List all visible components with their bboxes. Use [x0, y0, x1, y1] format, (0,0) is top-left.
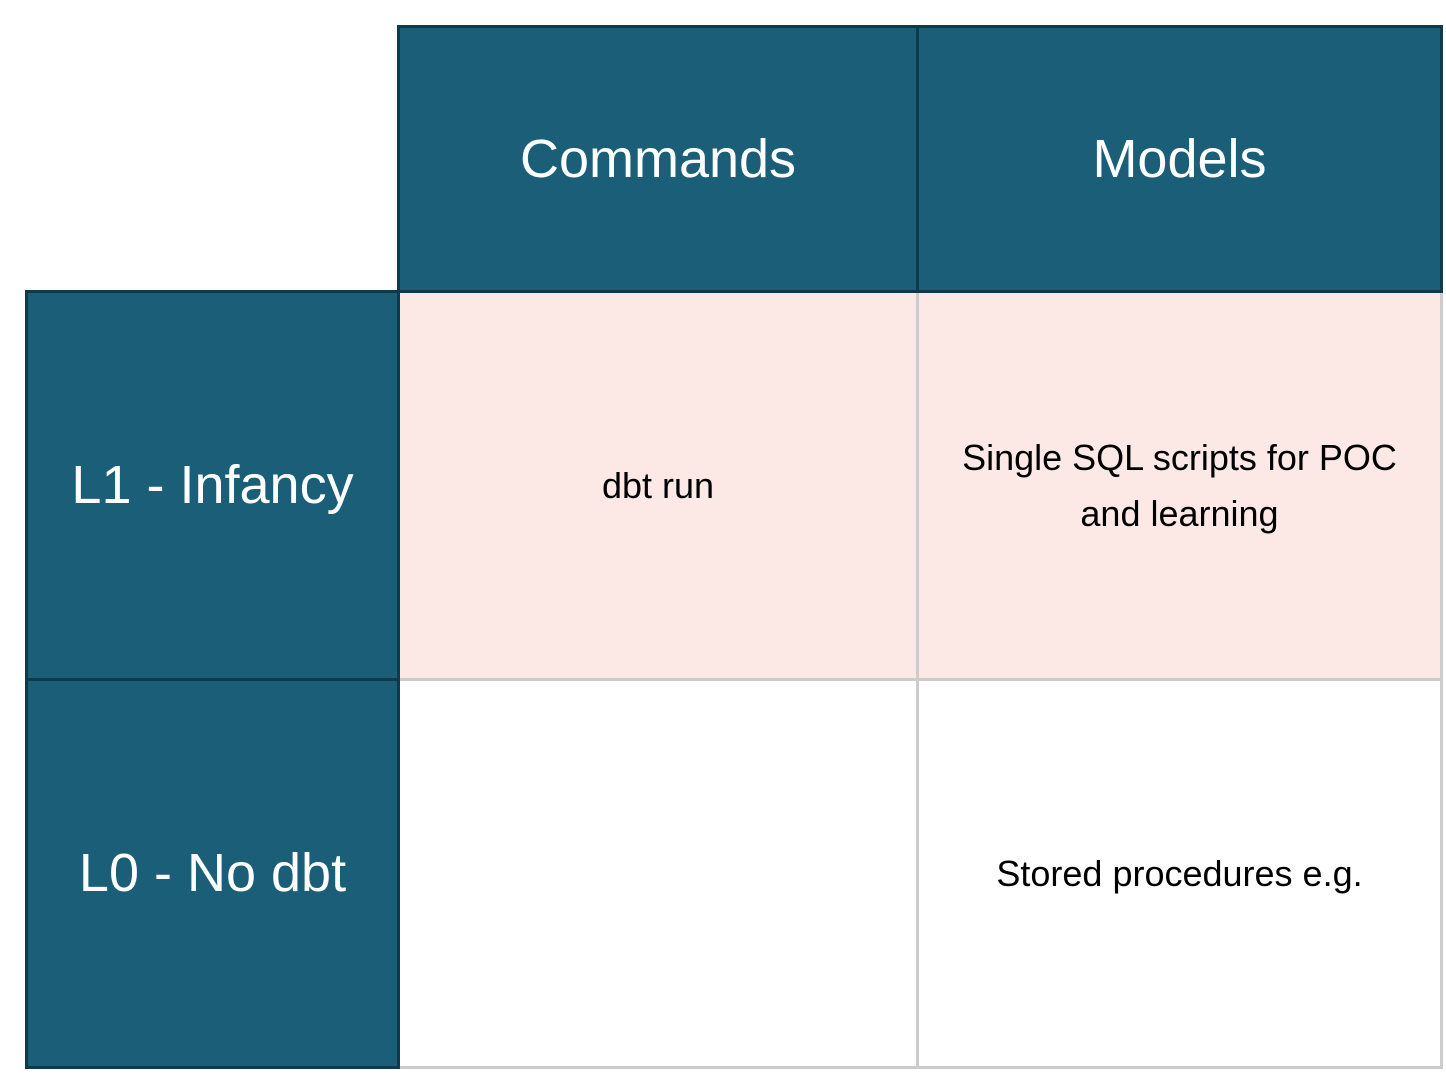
maturity-matrix-table: Commands Models L1 - Infancy dbt run Sin… [25, 25, 1443, 1069]
row-l1-infancy: L1 - Infancy dbt run Single SQL scripts … [25, 290, 1443, 681]
column-header-models: Models [916, 25, 1443, 293]
cell-l0-commands [397, 678, 919, 1069]
row-l0-no-dbt: L0 - No dbt Stored procedures e.g. [25, 678, 1443, 1069]
cell-l1-commands: dbt run [397, 290, 919, 681]
corner-cell [27, 27, 399, 292]
row-header-l1-infancy: L1 - Infancy [25, 290, 400, 681]
row-header-l0-no-dbt: L0 - No dbt [25, 678, 400, 1069]
column-header-commands: Commands [397, 25, 919, 293]
cell-l1-models: Single SQL scripts for POC and learning [916, 290, 1443, 681]
header-row: Commands Models [27, 25, 1443, 293]
cell-l0-models: Stored procedures e.g. [916, 678, 1443, 1069]
